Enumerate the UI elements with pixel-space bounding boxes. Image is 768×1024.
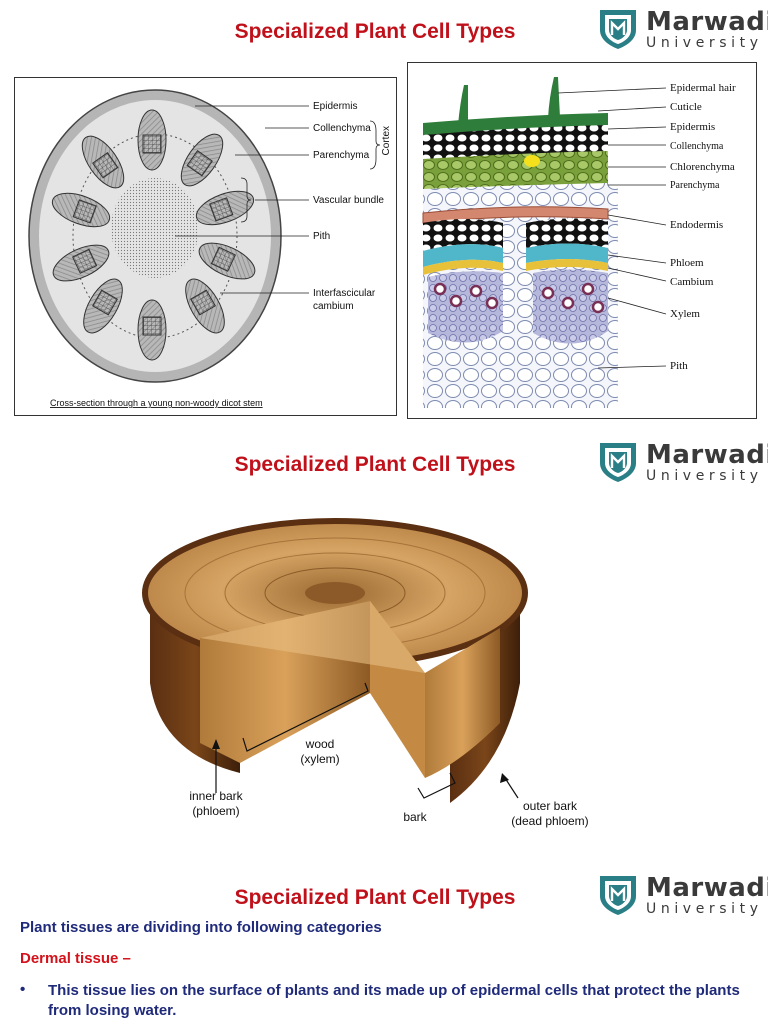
shield-logo-icon: [600, 10, 636, 49]
intro-text: Plant tissues are dividing into followin…: [20, 919, 382, 936]
label-parenchyma-right: Parenchyma: [670, 180, 720, 191]
logo-name: Marwadi: [646, 6, 768, 37]
label-xylem: Xylem: [670, 308, 700, 320]
slide-title: Specialized Plant Cell Types: [234, 886, 516, 909]
university-logo: Marwadi University: [598, 874, 768, 916]
label-xylem: (xylem): [300, 752, 339, 766]
label-cuticle: Cuticle: [670, 101, 702, 113]
label-cortex: Cortex: [381, 126, 392, 155]
label-phloem: Phloem: [670, 257, 704, 269]
dicot-stem-figure: Epidermis Collenchyma Parenchyma Cortex …: [14, 77, 397, 416]
university-logo: Marwadi University: [598, 8, 768, 50]
label-cambium: cambium: [313, 301, 354, 312]
logo-subtitle: University: [646, 467, 763, 484]
label-collenchyma: Collenchyma: [313, 123, 371, 134]
label-inner-bark-sub: (phloem): [192, 804, 239, 818]
label-pith-right: Pith: [670, 360, 688, 372]
slide-3: Specialized Plant Cell Types Marwadi Uni…: [0, 866, 768, 1024]
label-inner-bark: inner bark: [189, 789, 243, 803]
label-parenchyma: Parenchyma: [313, 150, 370, 161]
slide-1: Specialized Plant Cell Types Marwadi Uni…: [0, 0, 768, 425]
label-chlorenchyma: Chlorenchyma: [670, 161, 735, 173]
university-logo: Marwadi University: [598, 441, 768, 483]
label-endodermis: Endodermis: [670, 219, 723, 231]
slide-2: Specialized Plant Cell Types Marwadi Uni…: [0, 433, 768, 863]
slide-title: Specialized Plant Cell Types: [234, 453, 516, 476]
label-collenchyma-right: Collenchyma: [670, 141, 724, 152]
tree-trunk-cross-section: wood (xylem) inner bark (phloem) bark ou…: [142, 518, 589, 828]
figure-caption: Cross-section through a young non-woody …: [50, 398, 263, 408]
label-epidermis: Epidermis: [313, 101, 357, 112]
label-pith: Pith: [313, 231, 330, 242]
logo-subtitle: University: [646, 34, 763, 51]
label-interfascicular: Interfascicular: [313, 288, 376, 299]
slide-title: Specialized Plant Cell Types: [234, 20, 516, 43]
vascular-bundles: [51, 109, 256, 361]
label-epidermis-right: Epidermis: [670, 121, 715, 133]
shield-logo-icon: [600, 876, 636, 915]
label-outer-bark-sub: (dead phloem): [511, 814, 588, 828]
logo-subtitle: University: [646, 900, 763, 917]
label-vascular-bundle: Vascular bundle: [313, 195, 384, 206]
label-wood: wood: [305, 737, 335, 751]
label-bark: bark: [403, 810, 427, 824]
bullet-text: This tissue lies on the surface of plant…: [48, 982, 740, 1019]
stem-tissue-layers-figure: Epidermal hair Cuticle Epidermis Collenc…: [407, 62, 757, 419]
label-cambium-right: Cambium: [670, 276, 714, 288]
label-epidermal-hair: Epidermal hair: [670, 82, 736, 94]
bullet-marker: •: [20, 981, 26, 998]
logo-name: Marwadi: [646, 872, 768, 903]
shield-logo-icon: [600, 443, 636, 482]
label-outer-bark: outer bark: [523, 799, 578, 813]
logo-name: Marwadi: [646, 439, 768, 470]
dermal-tissue-heading: Dermal tissue –: [20, 950, 131, 967]
bullet-item: • This tissue lies on the surface of pla…: [20, 981, 750, 1021]
